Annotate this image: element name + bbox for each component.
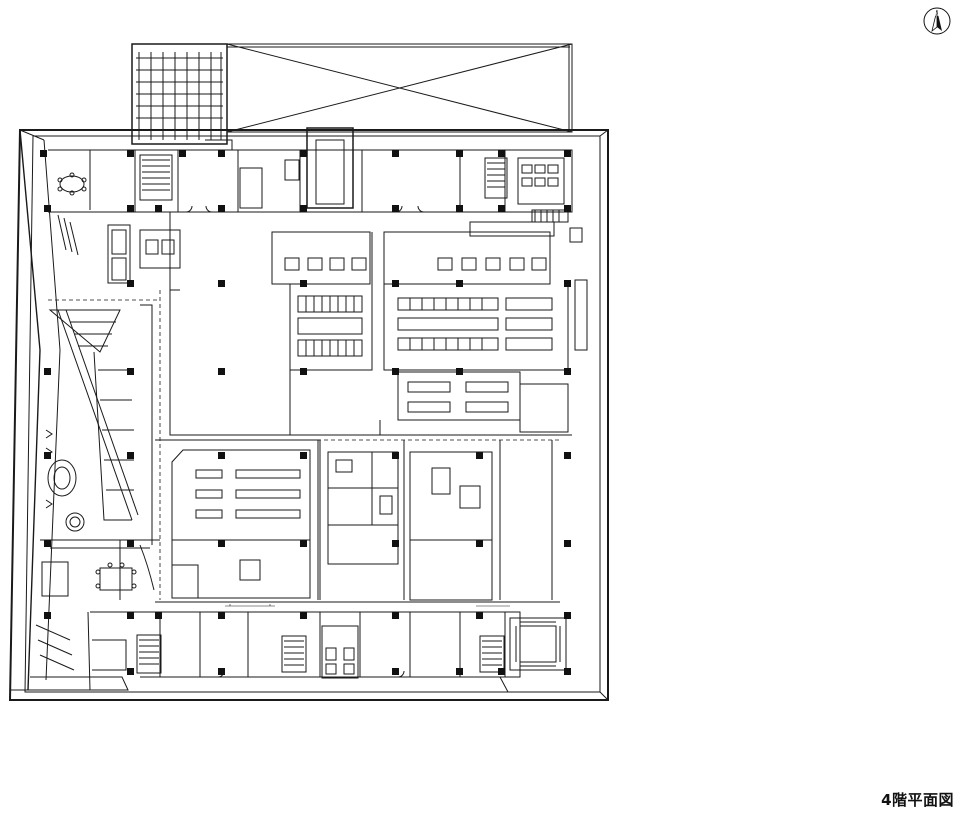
drawing-caption: 4階平面図: [881, 791, 954, 809]
office-blocks: [271, 221, 583, 435]
north-arrow-icon: N: [923, 7, 951, 35]
building-outline: [8, 129, 609, 701]
roof-terrace: [131, 43, 573, 145]
north-label: N: [935, 12, 939, 18]
circulation-paths: [40, 290, 560, 600]
structural-columns: [40, 150, 571, 675]
west-zone: [35, 172, 181, 671]
south-rooms: [87, 611, 567, 691]
north-rooms: [48, 127, 573, 223]
lab-blocks: [171, 440, 553, 601]
room-tags: [225, 604, 510, 607]
